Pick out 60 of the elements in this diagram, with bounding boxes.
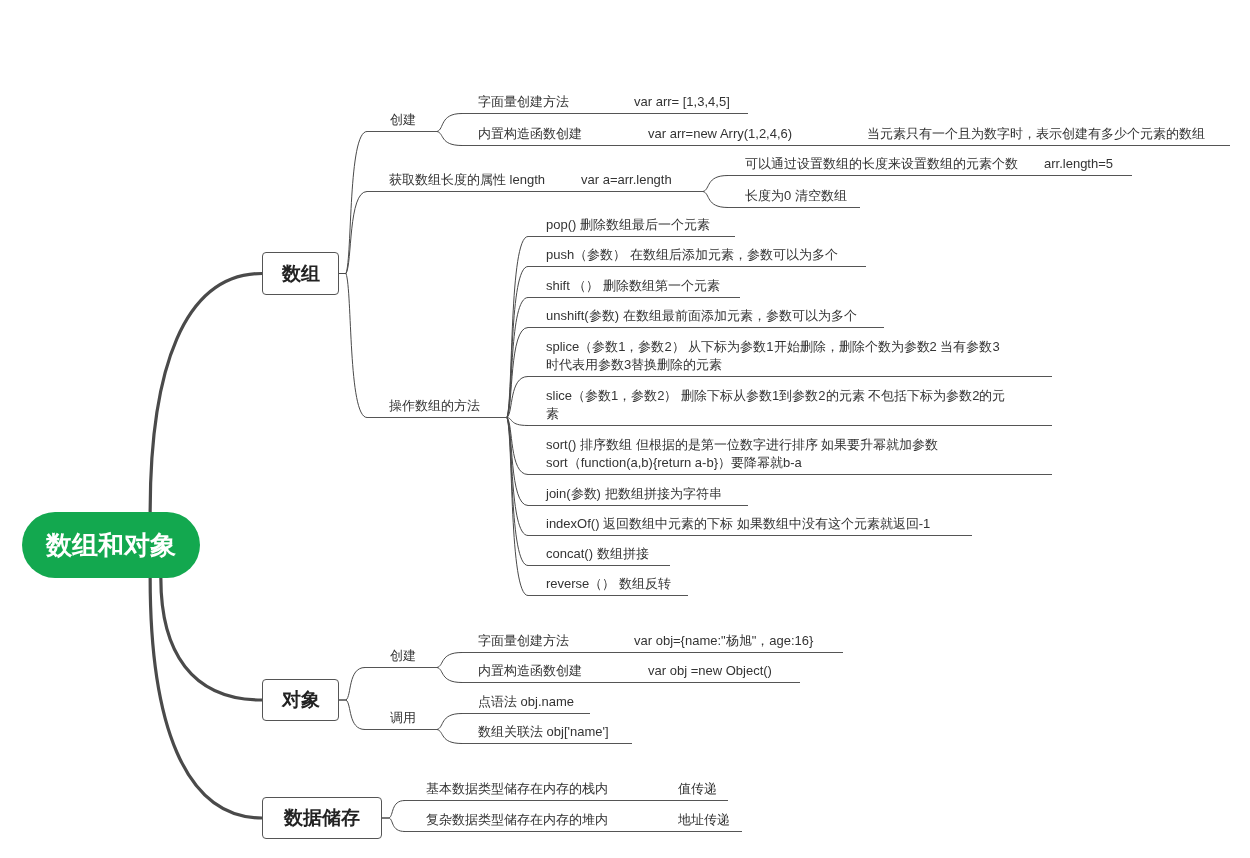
branch-line (506, 417, 529, 426)
topic-text: 复杂数据类型储存在内存的堆内 (426, 811, 608, 829)
topic-text: 创建 (390, 647, 416, 665)
topic-text: pop() 删除数组最后一个元素 (546, 216, 710, 234)
main-topic-box: 数据储存 (262, 797, 382, 839)
topic-text: 创建 (390, 111, 416, 129)
topic-text: slice（参数1，参数2） 删除下标从参数1到参数2的元素 不包括下标为参数2的元素 (546, 387, 1007, 423)
topic-text: 字面量创建方法 (478, 93, 569, 111)
branch-line (702, 175, 729, 192)
topic-detail: var obj =new Object() (648, 662, 772, 680)
branch-line (381, 817, 406, 832)
branch-line (436, 667, 463, 683)
topic-detail: var arr=new Arry(1,2,4,6) (648, 125, 793, 143)
topic-text: splice（参数1，参数2） 从下标为参数1开始删除，删除个数为参数2 当有参数3时代表用参数3替换删除的元素 (546, 338, 1001, 374)
main-topic-box: 数组 (262, 252, 339, 295)
topic-text: 内置构造函数创建 (478, 662, 582, 680)
topic-text: push（参数） 在数组后添加元素，参数可以为多个 (546, 246, 838, 264)
topic-text: shift （） 删除数组第一个元素 (546, 277, 721, 295)
topic-text: reverse（） 数组反转 (546, 575, 671, 593)
branch-line (436, 729, 463, 744)
branch-line (702, 191, 729, 208)
topic-detail: 值传递 (678, 780, 717, 798)
main-topic-box: 对象 (262, 679, 339, 721)
topic-detail: 地址传递 (678, 811, 730, 829)
main-branch-line (159, 577, 263, 702)
branch-line (506, 327, 529, 418)
topic-detail: var arr= [1,3,4,5] (634, 93, 730, 111)
topic-text: join(参数) 把数组拼接为字符串 (546, 485, 722, 503)
topic-text: 获取数组长度的属性 length (389, 171, 546, 189)
topic-text: concat() 数组拼接 (546, 545, 649, 563)
branch-line (436, 113, 463, 132)
topic-text: 长度为0 清空数组 (745, 187, 847, 205)
topic-text: 调用 (390, 709, 416, 727)
topic-text: 基本数据类型储存在内存的栈内 (426, 780, 608, 798)
topic-text: 数组关联法 obj['name'] (478, 723, 609, 741)
topic-text: 内置构造函数创建 (478, 125, 582, 143)
topic-detail: var obj={name:"杨旭"，age:16} (634, 632, 814, 650)
topic-text: sort() 排序数组 但根据的是第一位数字进行排序 如果要升幂就加参数 (546, 436, 939, 454)
branch-line (506, 417, 529, 506)
topic-detail: sort（function(a,b){return a-b}）要降幂就b-a (546, 454, 802, 472)
branch-line (506, 376, 529, 418)
topic-detail: 当元素只有一个且为数字时，表示创建有多少个元素的数组 (867, 125, 1205, 143)
topic-text: indexOf() 返回数组中元素的下标 如果数组中没有这个元素就返回-1 (546, 515, 931, 533)
branch-line (506, 417, 529, 596)
branch-line (506, 417, 529, 475)
branch-line (338, 699, 366, 730)
main-branch-line (148, 577, 263, 820)
topic-text: unshift(参数) 在数组最前面添加元素，参数可以为多个 (546, 307, 857, 325)
branch-line (436, 652, 463, 668)
topic-detail: arr.length=5 (1044, 155, 1114, 173)
topic-text: 字面量创建方法 (478, 632, 569, 650)
topic-text: 操作数组的方法 (389, 397, 480, 415)
branch-line (338, 273, 368, 418)
branch-line (436, 131, 463, 146)
central-topic: 数组和对象 (22, 512, 200, 578)
topic-detail: var a=arr.length (581, 171, 672, 189)
main-branch-line (148, 271, 263, 513)
branch-line (436, 713, 463, 730)
topic-text: 点语法 obj.name (478, 693, 575, 711)
topic-text: 可以通过设置数组的长度来设置数组的元素个数 (745, 155, 1018, 173)
